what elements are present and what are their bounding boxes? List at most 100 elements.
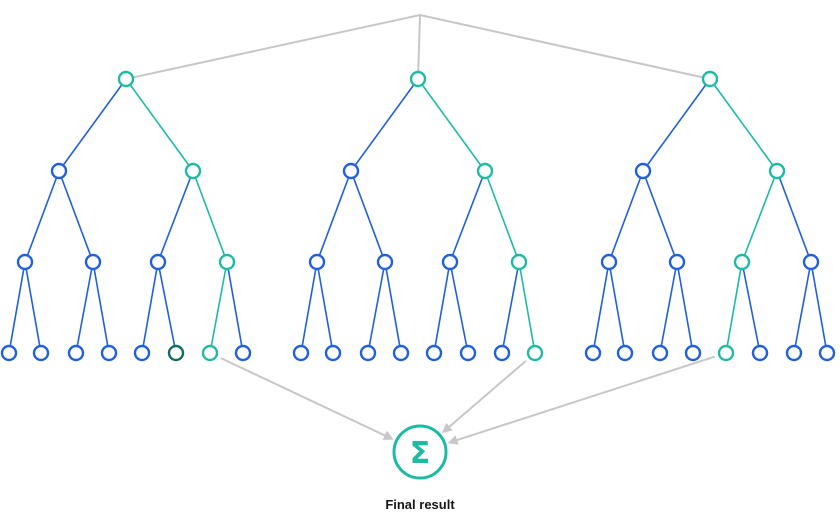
aggregator-circle xyxy=(392,424,448,480)
leaf-node xyxy=(234,344,252,362)
tree-edge xyxy=(157,261,177,354)
decision-node xyxy=(600,253,618,271)
leaf-node xyxy=(359,344,377,362)
leaf-node xyxy=(167,344,185,362)
tree-edge xyxy=(226,261,244,354)
decision-node xyxy=(802,253,820,271)
decision-tree-2 xyxy=(292,70,544,362)
tree-edge xyxy=(501,261,520,354)
tree-edge xyxy=(300,261,318,354)
input-line xyxy=(417,14,421,80)
leaf-node xyxy=(425,344,443,362)
tree-edge xyxy=(592,261,610,354)
leaf-node xyxy=(133,344,151,362)
tree-edge xyxy=(725,261,743,354)
leaf-node xyxy=(818,344,836,362)
leaf-node xyxy=(651,344,669,362)
leaf-node xyxy=(392,344,410,362)
leaf-node xyxy=(584,344,602,362)
decision-node xyxy=(308,253,326,271)
result-arrow xyxy=(441,360,527,434)
tree-edge xyxy=(810,261,828,354)
leaf-node xyxy=(201,344,219,362)
decision-node xyxy=(16,253,34,271)
decision-trees xyxy=(0,70,836,362)
leaf-node xyxy=(459,344,477,362)
tree-edge xyxy=(741,261,761,354)
tree-edge xyxy=(518,261,536,354)
tree-edge xyxy=(125,78,194,172)
tree-edge xyxy=(449,170,486,263)
tree-edge xyxy=(350,78,419,172)
leaf-node xyxy=(32,344,50,362)
input-line xyxy=(419,14,711,80)
result-arrow xyxy=(447,355,715,445)
decision-node xyxy=(701,70,719,88)
tree-edge xyxy=(608,261,626,354)
tree-edge xyxy=(8,261,26,354)
tree-edge xyxy=(350,170,386,263)
leaf-node xyxy=(0,344,18,362)
decision-node xyxy=(184,162,202,180)
decision-node xyxy=(409,70,427,88)
decision-node xyxy=(342,162,360,180)
decision-node xyxy=(768,162,786,180)
leaf-node xyxy=(751,344,769,362)
tree-edge xyxy=(642,78,711,172)
tree-edge xyxy=(484,170,520,263)
tree-edge xyxy=(58,170,94,263)
input-connectors xyxy=(125,14,711,80)
result-arrows xyxy=(220,355,715,445)
leaf-node xyxy=(292,344,310,362)
tree-edge xyxy=(157,170,194,263)
decision-node xyxy=(510,253,528,271)
tree-edge xyxy=(642,170,678,263)
tree-edge xyxy=(659,261,678,354)
tree-edge xyxy=(192,170,228,263)
decision-node xyxy=(634,162,652,180)
tree-edge xyxy=(75,261,94,354)
leaf-node xyxy=(526,344,544,362)
leaf-node xyxy=(493,344,511,362)
decision-node xyxy=(668,253,686,271)
tree-edge xyxy=(209,261,228,354)
tree-edge xyxy=(316,170,352,263)
tree-edge xyxy=(709,78,778,172)
tree-edge xyxy=(676,261,694,354)
leaf-node xyxy=(785,344,803,362)
sigma-icon: Σ xyxy=(410,436,431,471)
final-result-label: Final result xyxy=(385,497,455,512)
tree-edge xyxy=(741,170,778,263)
tree-edge xyxy=(141,261,159,354)
tree-edge xyxy=(92,261,110,354)
tree-edge xyxy=(316,261,334,354)
leaf-node xyxy=(717,344,735,362)
decision-node xyxy=(441,253,459,271)
decision-node xyxy=(84,253,102,271)
decision-node xyxy=(149,253,167,271)
decision-node xyxy=(218,253,236,271)
decision-node xyxy=(50,162,68,180)
decision-node xyxy=(733,253,751,271)
tree-edge xyxy=(433,261,451,354)
decision-node xyxy=(376,253,394,271)
tree-edge xyxy=(449,261,469,354)
leaf-node xyxy=(100,344,118,362)
tree-edge xyxy=(24,261,42,354)
leaf-node xyxy=(67,344,85,362)
leaf-node xyxy=(616,344,634,362)
input-line xyxy=(125,14,421,80)
tree-edge xyxy=(384,261,402,354)
result-arrow xyxy=(220,357,394,440)
tree-edge xyxy=(24,170,60,263)
decision-tree-3 xyxy=(584,70,836,362)
tree-edge xyxy=(417,78,486,172)
tree-edge xyxy=(58,78,127,172)
tree-edge xyxy=(608,170,644,263)
decision-tree-1 xyxy=(0,70,252,362)
aggregator-node: Σ xyxy=(392,424,448,480)
tree-edge xyxy=(367,261,386,354)
tree-edge xyxy=(776,170,812,263)
decision-node xyxy=(476,162,494,180)
